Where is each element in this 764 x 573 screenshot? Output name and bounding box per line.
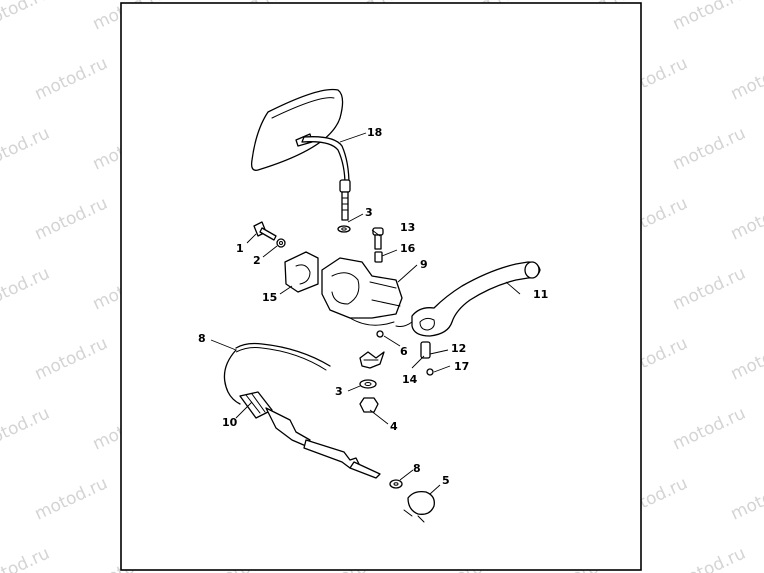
lever-bracket (321, 257, 403, 326)
switch-spring (359, 351, 385, 369)
callout-10: 10 (222, 416, 238, 429)
callout-6: 6 (400, 345, 408, 358)
nut-4 (359, 397, 379, 413)
leader-lines (210, 132, 521, 495)
callout-18: 18 (367, 126, 382, 139)
callout-14: 14 (402, 373, 418, 386)
hand-lever (395, 261, 541, 337)
callout-17: 17 (454, 360, 469, 373)
clamp-15 (284, 251, 319, 293)
callout-8-upper: 8 (198, 332, 206, 345)
callouts: 1 2 18 3 13 16 9 11 15 6 12 14 17 8 3 4 … (198, 126, 548, 487)
clip-6 (376, 330, 384, 338)
cable-loop (223, 349, 241, 405)
clip-17 (426, 368, 434, 376)
washer-lower (359, 379, 377, 389)
callout-1: 1 (236, 242, 244, 255)
callout-13: 13 (400, 221, 415, 234)
screw-1 (253, 221, 277, 241)
callout-3-lower: 3 (335, 385, 343, 398)
callout-4: 4 (390, 420, 398, 433)
callout-2: 2 (253, 254, 261, 267)
cable-clip-5 (403, 490, 435, 523)
pivot-bolt (372, 227, 384, 250)
callout-3-upper: 3 (365, 206, 373, 219)
callout-12: 12 (451, 342, 466, 355)
mirror-assembly (250, 88, 351, 221)
callout-8-lower: 8 (413, 462, 421, 475)
pin-12 (420, 341, 431, 359)
callout-15: 15 (262, 291, 277, 304)
spacer-16 (374, 251, 383, 263)
callout-11: 11 (533, 288, 548, 301)
washer-upper (337, 225, 351, 233)
callout-9: 9 (420, 258, 428, 271)
cable-adjuster (239, 391, 381, 479)
callout-16: 16 (400, 242, 416, 255)
washer-2 (276, 238, 286, 248)
washer-8 (389, 479, 403, 489)
cable-upper (235, 342, 331, 367)
callout-5: 5 (442, 474, 450, 487)
